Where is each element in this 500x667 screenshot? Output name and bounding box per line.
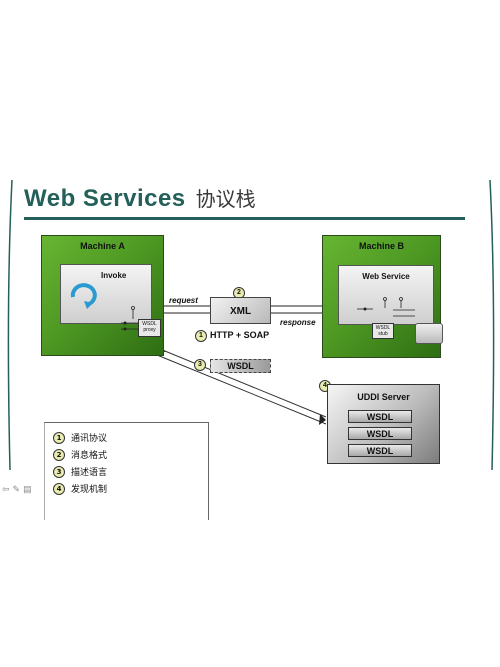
toolbar-menu-icon[interactable]: ▤ [23, 484, 32, 494]
web-service-label: Web Service [362, 272, 410, 281]
machine-a-panel: Machine A Invoke WSDL proxy [41, 235, 164, 356]
wsdl-description-box: WSDL [210, 359, 271, 373]
wsdl-proxy-box: WSDL proxy [138, 319, 161, 337]
circular-arrow-icon [70, 283, 97, 309]
stub-line1: WSDL [375, 325, 391, 331]
legend-item: 1 通讯协议 [53, 431, 107, 444]
title-divider [24, 217, 465, 220]
uddi-wsdl-entry: WSDL [348, 410, 412, 423]
legend-number: 2 [53, 448, 65, 461]
title-chinese: 协议栈 [195, 187, 256, 211]
legend-text: 消息格式 [71, 451, 108, 461]
step-number-3: 3 [194, 359, 206, 371]
page-title: Web Services 协议栈 [24, 183, 256, 213]
toolbar-pen-icon[interactable]: ✎ [12, 484, 21, 494]
stub-connector-icon [357, 297, 415, 317]
uddi-wsdl-entry: WSDL [348, 427, 412, 440]
stub-line2: stub [378, 331, 388, 337]
legend-item: 3 描述语言 [53, 465, 107, 478]
machine-a-title: Machine A [80, 241, 125, 251]
uddi-title: UDDI Server [357, 392, 410, 402]
protocol-label: HTTP + SOAP [210, 330, 270, 340]
request-label: request [169, 296, 198, 305]
proxy-connector-icon [121, 306, 138, 331]
legend-number: 3 [53, 465, 65, 478]
legend-text: 发现机制 [71, 485, 108, 495]
toolbar-back-icon[interactable]: ⇦ [2, 484, 10, 494]
machine-b-title: Machine B [358, 241, 404, 251]
machine-a-inner-panel: Invoke WSDL proxy [60, 264, 161, 337]
service-component-box [415, 323, 443, 344]
uddi-server-panel: UDDI Server WSDL WSDL WSDL [327, 384, 440, 464]
step-number-1: 1 [195, 330, 207, 342]
machine-b-inner-panel: Web Service WSDL stub [338, 265, 443, 344]
proxy-line2: proxy [143, 327, 156, 333]
step-number-2: 2 [233, 287, 245, 299]
legend-number: 1 [53, 431, 65, 444]
invoke-label: Invoke [101, 271, 127, 280]
legend-text: 通讯协议 [71, 434, 108, 444]
uddi-wsdl-entry: WSDL [348, 444, 412, 457]
legend-text: 描述语言 [71, 468, 108, 478]
title-english: Web Services [24, 185, 186, 212]
wsdl-stub-box: WSDL stub [372, 323, 394, 339]
legend-item: 2 消息格式 [53, 448, 107, 461]
proxy-line1: WSDL [142, 321, 157, 327]
legend-number: 4 [53, 482, 65, 495]
slide-toolbar: ⇦ ✎ ▤ [2, 484, 32, 495]
response-label: response [280, 318, 316, 327]
machine-b-panel: Machine B Web Service WSDL stub [322, 235, 443, 358]
legend-item: 4 发现机制 [53, 482, 107, 495]
legend-box: 1 通讯协议 2 消息格式 3 描述语言 4 发现机制 [44, 422, 209, 520]
xml-message-box: XML [210, 297, 271, 324]
